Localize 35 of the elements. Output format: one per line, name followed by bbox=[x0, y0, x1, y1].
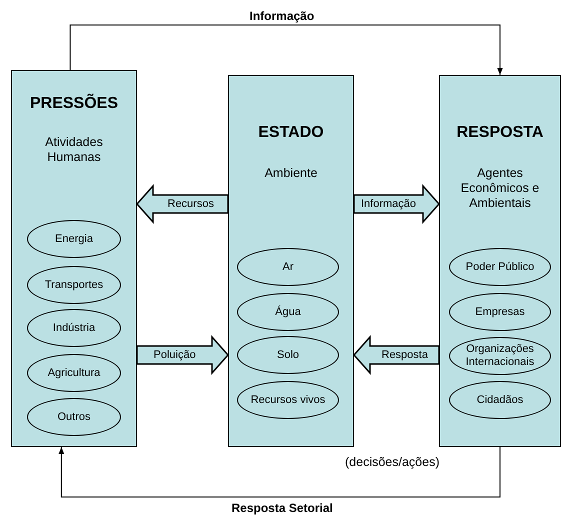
block-arrow bbox=[353, 184, 440, 224]
ellipse-node: Cidadãos bbox=[449, 381, 551, 419]
edge-label: Resposta bbox=[382, 349, 428, 361]
ellipse-node: Ar bbox=[237, 248, 339, 286]
block-arrow bbox=[136, 184, 229, 224]
ellipse-node: Água bbox=[237, 293, 339, 331]
ellipse-node: Solo bbox=[237, 336, 339, 374]
panel-title: PRESSÕES bbox=[28, 95, 120, 113]
block-arrow bbox=[136, 335, 229, 375]
edge-label: Informação bbox=[361, 198, 416, 210]
edge-label: Poluição bbox=[154, 349, 196, 361]
ellipse-node: Transportes bbox=[27, 266, 121, 304]
block-arrow bbox=[353, 335, 440, 375]
ellipse-node: Agricultura bbox=[27, 354, 121, 392]
ellipse-node: Indústria bbox=[27, 309, 121, 347]
ellipse-node: Poder Público bbox=[449, 248, 551, 286]
ellipse-node: Recursos vivos bbox=[237, 381, 339, 419]
note-text: (decisões/ações) bbox=[345, 455, 440, 469]
ellipse-node: Empresas bbox=[449, 293, 551, 331]
edge-label: Recursos bbox=[168, 198, 214, 210]
category-panel bbox=[11, 70, 137, 447]
category-panel bbox=[439, 75, 561, 447]
edge-label: Resposta Setorial bbox=[232, 501, 333, 515]
panel-subtitle: Agentes Econômicos e Ambientais bbox=[460, 166, 540, 211]
connector-arrow bbox=[58, 446, 500, 498]
ellipse-node: Outros bbox=[27, 398, 121, 436]
panel-title: RESPOSTA bbox=[456, 124, 544, 142]
connector-arrow bbox=[70, 24, 503, 76]
category-panel bbox=[228, 75, 354, 447]
panel-subtitle: Atividades Humanas bbox=[44, 135, 104, 165]
ellipse-node: Energia bbox=[27, 220, 121, 258]
panel-subtitle: Ambiente bbox=[264, 166, 318, 181]
ellipse-node: Organizações Internacionais bbox=[449, 337, 551, 375]
edge-label: Informação bbox=[250, 9, 314, 23]
panel-title: ESTADO bbox=[257, 124, 325, 142]
